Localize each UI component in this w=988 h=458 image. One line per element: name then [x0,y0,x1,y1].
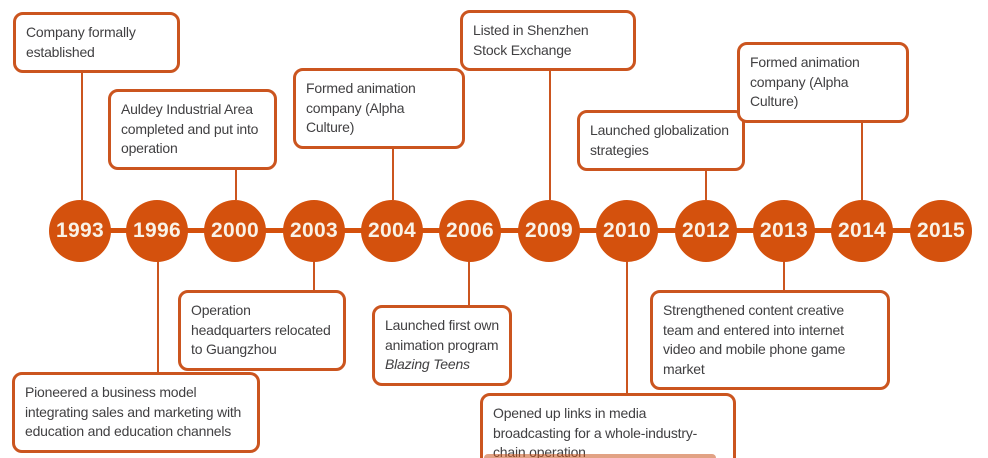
year-label: 2010 [603,219,651,242]
event-text: Opened up links in media broadcasting fo… [493,405,698,458]
connector-2006-below [468,261,470,306]
connector-2000-above [235,163,237,200]
year-label: 2013 [760,219,808,242]
event-text: Operation headquarters relocated to Guan… [191,302,331,358]
event-text: Formed animation company (Alpha Culture) [750,54,860,110]
connector-2013-below [783,261,785,291]
year-node-1993: 1993 [49,200,111,262]
year-node-2014: 2014 [831,200,893,262]
year-label: 1996 [133,219,181,242]
year-node-2015: 2015 [910,200,972,262]
event-text: Launched globalization strategies [590,122,729,158]
event-text: Launched first own animation program [385,317,499,353]
timeline-axis [80,228,941,233]
year-label: 2004 [368,219,416,242]
year-node-2000: 2000 [204,200,266,262]
year-node-2004: 2004 [361,200,423,262]
year-label: 2006 [446,219,494,242]
program-title: Blazing Teens [385,356,470,373]
connector-2003-below [313,261,315,291]
event-text: Listed in Shenzhen Stock Exchange [473,22,589,58]
year-label: 1993 [56,219,104,242]
event-text: Auldey Industrial Area completed and put… [121,101,259,157]
event-text: Strengthened content creative team and e… [663,302,846,377]
year-label: 2000 [211,219,259,242]
connector-1993-above [81,60,83,200]
connector-2014-above [861,94,863,200]
year-node-2003: 2003 [283,200,345,262]
event-card-headquarters-guangzhou: Operation headquarters relocated to Guan… [178,290,346,371]
year-node-2010: 2010 [596,200,658,262]
event-card-auldey-industrial-area: Auldey Industrial Area completed and put… [108,89,277,170]
year-label: 2003 [290,219,338,242]
event-card-pioneered-business-model: Pioneered a business model integrating s… [12,372,260,453]
connector-2010-below [626,261,628,394]
event-card-media-broadcasting: Opened up links in media broadcasting fo… [480,393,736,458]
year-node-2006: 2006 [439,200,501,262]
year-label: 2014 [838,219,886,242]
event-card-globalization: Launched globalization strategies [577,110,745,172]
year-label: 2015 [917,219,965,242]
connector-1996-below [157,261,159,373]
event-card-company-established: Company formally established [13,12,180,74]
year-node-2012: 2012 [675,200,737,262]
event-text: Pioneered a business model integrating s… [25,384,242,440]
event-text: Formed animation company (Alpha Culture) [306,80,416,136]
year-node-2009: 2009 [518,200,580,262]
event-text: Company formally established [26,24,136,60]
year-node-2013: 2013 [753,200,815,262]
event-card-first-animation-program: Launched first own animation program Bla… [372,305,512,386]
cropped-callout-top-edge [484,454,716,458]
event-card-content-creative-team: Strengthened content creative team and e… [650,290,890,391]
event-card-formed-animation-2004: Formed animation company (Alpha Culture) [293,68,465,149]
event-card-listed-shenzhen: Listed in Shenzhen Stock Exchange [460,10,636,72]
event-card-formed-animation-2014: Formed animation company (Alpha Culture) [737,42,909,123]
connector-2004-above [392,124,394,200]
year-node-1996: 1996 [126,200,188,262]
year-label: 2009 [525,219,573,242]
connector-2009-above [549,60,551,200]
year-label: 2012 [682,219,730,242]
connector-2012-above [705,161,707,200]
